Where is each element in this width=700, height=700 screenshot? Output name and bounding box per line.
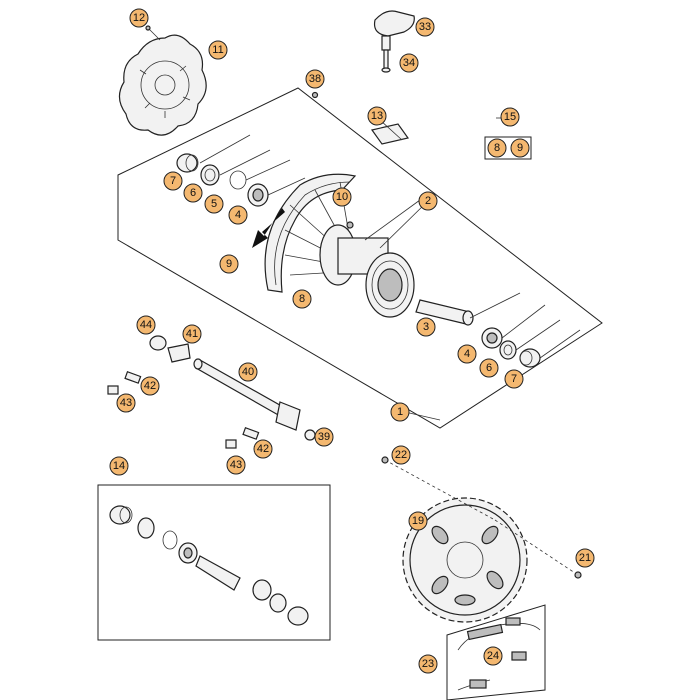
svg-text:40: 40 — [242, 366, 254, 378]
callout-33[interactable]: 33 — [415, 17, 435, 37]
svg-text:5: 5 — [211, 198, 217, 210]
bolt-38 — [311, 91, 319, 99]
callout-15[interactable]: 15 — [500, 107, 520, 127]
callout-9-nipple[interactable]: 9 — [219, 254, 239, 274]
bearing-kit-parts — [109, 505, 309, 626]
svg-text:7: 7 — [511, 373, 517, 385]
kit-15-box — [484, 136, 532, 160]
callout-3[interactable]: 3 — [416, 317, 436, 337]
svg-text:6: 6 — [486, 362, 492, 374]
svg-text:10: 10 — [336, 191, 348, 203]
callout-11[interactable]: 11 — [208, 40, 228, 60]
callout-8-spoke[interactable]: 8 — [292, 289, 312, 309]
leader-lines — [199, 134, 581, 359]
svg-text:23: 23 — [422, 658, 434, 670]
callout-42-right[interactable]: 42 — [253, 439, 273, 459]
chain-adjuster-left — [149, 335, 191, 363]
callout-23[interactable]: 23 — [418, 654, 438, 674]
callout-41[interactable]: 41 — [182, 324, 202, 344]
svg-text:3: 3 — [423, 321, 429, 333]
callout-40[interactable]: 40 — [238, 362, 258, 382]
chain-box — [446, 604, 546, 700]
nut-21 — [574, 571, 582, 579]
svg-text:4: 4 — [235, 209, 241, 221]
callout-6-left[interactable]: 6 — [183, 183, 203, 203]
svg-text:22: 22 — [395, 449, 407, 461]
callout-24[interactable]: 24 — [483, 646, 503, 666]
svg-text:33: 33 — [419, 21, 431, 33]
brake-disc — [118, 25, 207, 136]
svg-text:43: 43 — [120, 397, 132, 409]
svg-text:19: 19 — [412, 515, 424, 527]
callout-7-right[interactable]: 7 — [504, 369, 524, 389]
callout-22[interactable]: 22 — [391, 445, 411, 465]
rim — [264, 173, 357, 293]
svg-text:42: 42 — [257, 443, 269, 455]
svg-text:42: 42 — [144, 380, 156, 392]
callout-6-right[interactable]: 6 — [479, 358, 499, 378]
svg-text:41: 41 — [186, 328, 198, 340]
svg-text:21: 21 — [579, 552, 591, 564]
callout-43-left[interactable]: 43 — [116, 393, 136, 413]
svg-text:8: 8 — [299, 293, 305, 305]
callout-8-kit[interactable]: 8 — [487, 138, 507, 158]
svg-text:13: 13 — [371, 110, 383, 122]
callout-5[interactable]: 5 — [204, 194, 224, 214]
callout-44[interactable]: 44 — [136, 315, 156, 335]
callout-43-right[interactable]: 43 — [226, 455, 246, 475]
hub — [319, 221, 415, 318]
bolt-22 — [381, 456, 389, 464]
callout-2[interactable]: 2 — [418, 191, 438, 211]
svg-text:39: 39 — [318, 431, 330, 443]
bearing-kit-box — [97, 484, 331, 641]
svg-text:12: 12 — [133, 12, 145, 24]
callout-4-left[interactable]: 4 — [228, 205, 248, 225]
callout-12[interactable]: 12 — [129, 8, 149, 28]
callout-14[interactable]: 14 — [109, 456, 129, 476]
callout-1[interactable]: 1 — [390, 402, 410, 422]
svg-text:2: 2 — [425, 195, 431, 207]
svg-text:38: 38 — [309, 73, 321, 85]
callout-4-right[interactable]: 4 — [457, 344, 477, 364]
svg-text:24: 24 — [487, 650, 499, 662]
svg-text:34: 34 — [403, 57, 415, 69]
svg-text:43: 43 — [230, 459, 242, 471]
svg-text:6: 6 — [190, 187, 196, 199]
callout-10[interactable]: 10 — [332, 187, 352, 207]
callout-9-kit[interactable]: 9 — [510, 138, 530, 158]
svg-text:15: 15 — [504, 111, 516, 123]
svg-text:14: 14 — [113, 460, 125, 472]
right-bearing-stack — [481, 327, 541, 368]
callout-7-left[interactable]: 7 — [163, 171, 183, 191]
svg-text:7: 7 — [170, 175, 176, 187]
spoke-clip — [370, 119, 410, 145]
callout-42-left[interactable]: 42 — [140, 376, 160, 396]
sprocket-nut-leader — [494, 519, 579, 576]
sprocket — [402, 497, 528, 623]
adjuster-bolts — [107, 371, 316, 449]
svg-text:1: 1 — [397, 406, 403, 418]
axle — [193, 358, 301, 431]
wheel-stand — [373, 10, 415, 73]
chain — [457, 617, 541, 691]
callout-13[interactable]: 13 — [367, 106, 387, 126]
callout-39[interactable]: 39 — [314, 427, 334, 447]
callout-34[interactable]: 34 — [399, 53, 419, 73]
svg-text:4: 4 — [464, 348, 470, 360]
axle-spacer — [415, 299, 474, 326]
rotation-arrow — [252, 208, 285, 248]
svg-text:8: 8 — [494, 142, 500, 154]
left-bearing-stack — [176, 153, 269, 207]
svg-text:9: 9 — [226, 258, 232, 270]
callout-21[interactable]: 21 — [575, 548, 595, 568]
svg-text:11: 11 — [212, 44, 223, 56]
sprocket-bolt-leader — [384, 459, 496, 521]
svg-text:44: 44 — [140, 319, 152, 331]
callout-19[interactable]: 19 — [408, 511, 428, 531]
svg-text:9: 9 — [517, 142, 523, 154]
callout-38[interactable]: 38 — [305, 69, 325, 89]
